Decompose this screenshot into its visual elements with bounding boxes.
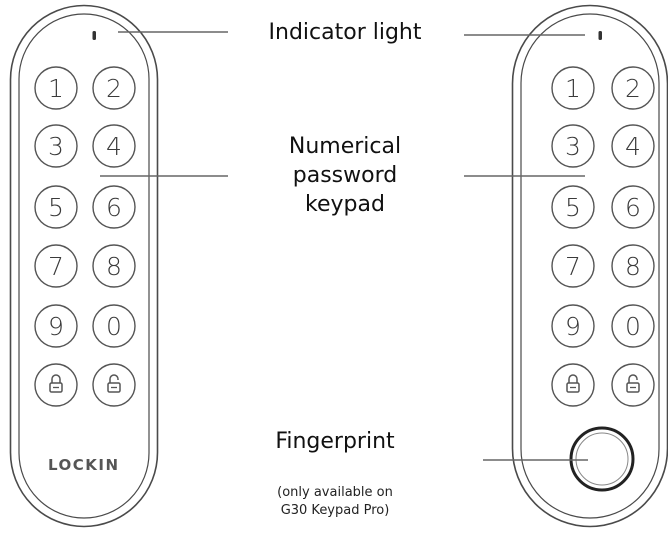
key-label-8: 8 <box>106 252 122 281</box>
key-label-0: 0 <box>106 312 122 341</box>
key-0-device-1 <box>92 304 136 348</box>
key-1-device-2 <box>551 66 595 110</box>
unlock-shackle-icon <box>109 374 119 383</box>
key-label-3: 3 <box>48 132 64 161</box>
key-4-device-1 <box>92 124 136 168</box>
keypad-bezel-1 <box>18 13 150 519</box>
unlock-icon <box>107 382 121 393</box>
key-label-7: 7 <box>565 252 581 281</box>
key-9-device-2 <box>551 304 595 348</box>
key-label-6: 6 <box>106 193 122 222</box>
lockin-logo: LOCKIN <box>48 456 120 474</box>
key-label-5: 5 <box>48 193 64 222</box>
key-unlock-device-2 <box>611 363 655 407</box>
lock-icon <box>566 382 580 393</box>
key-label-1: 1 <box>565 74 581 103</box>
key-label-9: 9 <box>48 312 64 341</box>
key-lock-device-1 <box>34 363 78 407</box>
key-2-device-2 <box>611 66 655 110</box>
keypad-label: Numerical password keypad <box>245 132 445 219</box>
key-0-device-2 <box>611 304 655 348</box>
key-6-device-1 <box>92 185 136 229</box>
fingerprint-sensor-outer <box>569 426 635 492</box>
keypad-label-line-2: password <box>292 163 398 188</box>
fingerprint-label: Fingerprint <box>275 429 395 454</box>
fingerprint-sensor-inner <box>575 432 629 486</box>
key-label-6: 6 <box>625 193 641 222</box>
key-label-1: 1 <box>48 74 64 103</box>
fingerprint-note: (only available on G30 Keypad Pro) <box>235 484 435 520</box>
lock-shackle-icon <box>568 374 578 383</box>
key-5-device-1 <box>34 185 78 229</box>
fingerprint-note-line-2: G30 Keypad Pro) <box>280 503 390 518</box>
key-3-device-2 <box>551 124 595 168</box>
key-lock-device-2 <box>551 363 595 407</box>
key-2-device-1 <box>92 66 136 110</box>
fingerprint-note-line-1: (only available on <box>277 485 393 500</box>
key-label-7: 7 <box>48 252 64 281</box>
key-9-device-1 <box>34 304 78 348</box>
key-label-3: 3 <box>565 132 581 161</box>
key-8-device-2 <box>611 244 655 288</box>
key-7-device-2 <box>551 244 595 288</box>
unlock-icon <box>626 382 640 393</box>
key-7-device-1 <box>34 244 78 288</box>
unlock-shackle-icon <box>628 374 638 383</box>
key-label-0: 0 <box>625 312 641 341</box>
key-label-2: 2 <box>625 74 641 103</box>
key-6-device-2 <box>611 185 655 229</box>
keypad-bezel-2 <box>520 13 660 519</box>
key-5-device-2 <box>551 185 595 229</box>
keypad-label-line-1: Numerical <box>288 134 402 159</box>
key-4-device-2 <box>611 124 655 168</box>
key-label-4: 4 <box>106 132 122 161</box>
lock-shackle-icon <box>51 374 61 383</box>
key-unlock-device-1 <box>92 363 136 407</box>
key-label-8: 8 <box>625 252 641 281</box>
key-label-2: 2 <box>106 74 122 103</box>
indicator-light-1 <box>92 31 96 40</box>
key-label-4: 4 <box>625 132 641 161</box>
keypad-label-line-3: keypad <box>305 192 385 217</box>
key-1-device-1 <box>34 66 78 110</box>
lock-icon <box>49 382 63 393</box>
indicator-light-2 <box>598 31 602 40</box>
key-3-device-1 <box>34 124 78 168</box>
key-8-device-1 <box>92 244 136 288</box>
key-label-5: 5 <box>565 193 581 222</box>
key-label-9: 9 <box>565 312 581 341</box>
indicator-light-label: Indicator light <box>268 20 422 45</box>
